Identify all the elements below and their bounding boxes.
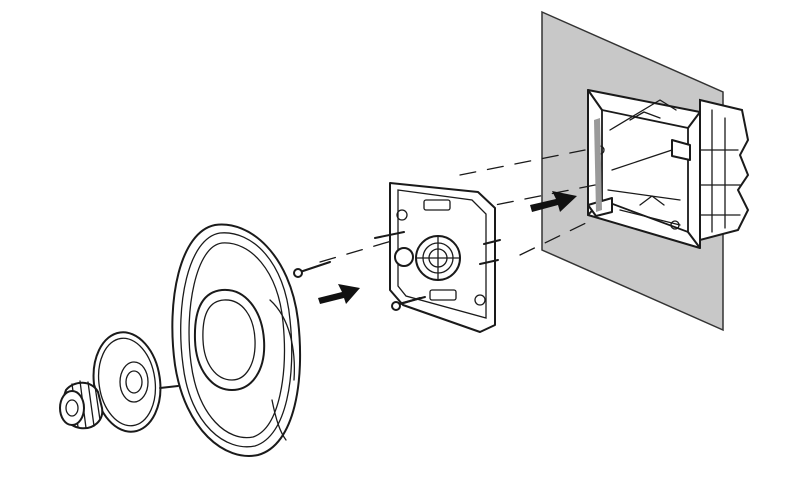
arrow-right-icon [530,191,577,212]
screw-upper [293,261,331,278]
assembly-arrow-2 [530,191,577,212]
arrow-right-icon [318,284,360,304]
assembly-arrow-1 [318,284,360,304]
frame [171,223,302,457]
mechanism-insert [374,182,501,333]
screw-lower [391,297,421,311]
wall-box [587,89,750,249]
knob [59,380,104,430]
alignment-guides [319,149,596,263]
